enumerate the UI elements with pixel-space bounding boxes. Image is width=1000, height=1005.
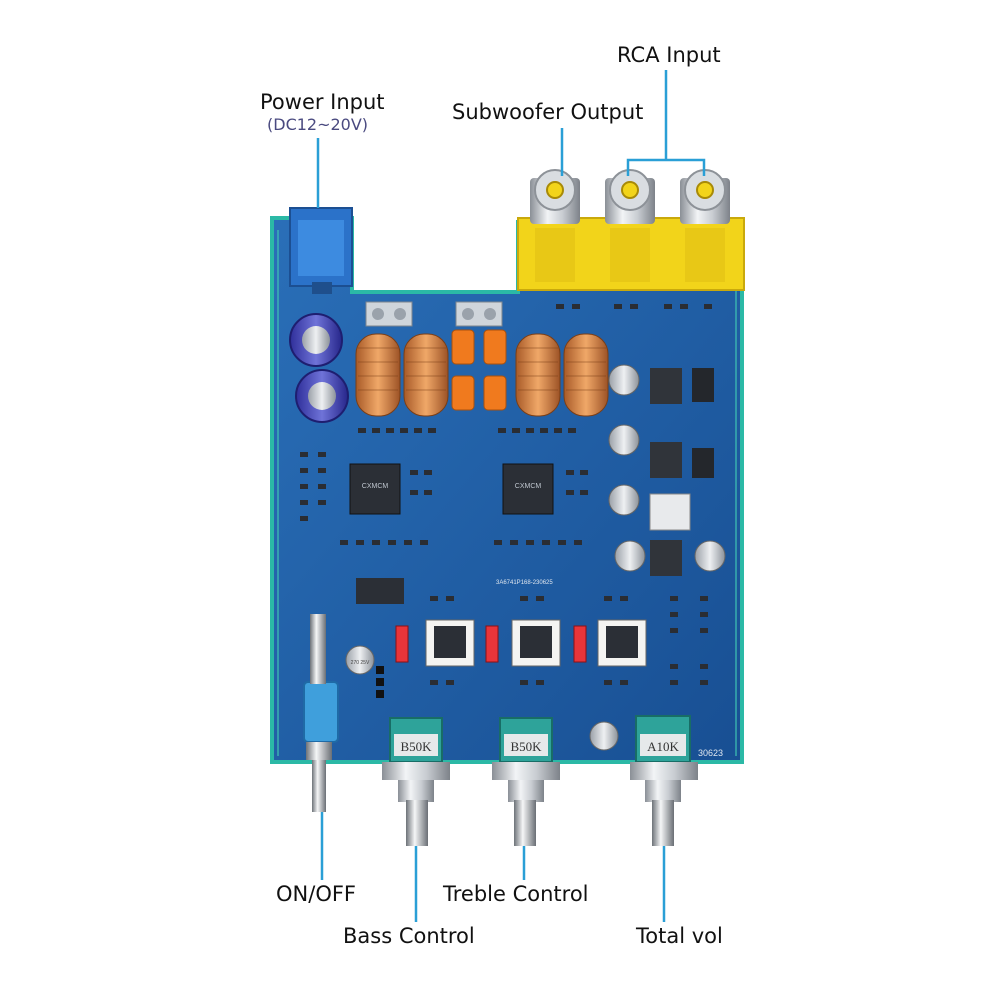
- label-total-vol: Total vol: [636, 924, 723, 948]
- cap-text: 270 25V: [351, 660, 370, 666]
- board-code: 30623: [698, 748, 723, 758]
- small-capacitors: [345, 645, 619, 751]
- treble-potentiometer: [492, 717, 560, 846]
- rca-connectors: [517, 169, 745, 291]
- serial-text: 3A6741P168-230625: [496, 580, 553, 586]
- inductor-coils: [355, 333, 609, 417]
- label-power-input: Power Input: [260, 90, 385, 114]
- power-switch: [303, 614, 339, 812]
- chip-label-left: CXMCM: [362, 483, 389, 490]
- rca-jack-right: [680, 169, 730, 282]
- volume-potentiometer: [630, 715, 698, 846]
- label-subwoofer-output: Subwoofer Output: [452, 100, 644, 124]
- rca-jack-left: [605, 169, 655, 282]
- opamp-ics: [356, 578, 647, 667]
- bass-pot-label: B50K: [400, 739, 432, 754]
- input-capacitors: [289, 313, 349, 423]
- label-treble-control: Treble Control: [443, 882, 589, 906]
- power-jack: [289, 207, 353, 294]
- label-power-voltage: (DC12~20V): [267, 115, 369, 134]
- regulator-section: [608, 364, 726, 576]
- chip-label-right: CXMCM: [515, 483, 542, 490]
- red-capacitors: [395, 625, 587, 663]
- treble-pot-label: B50K: [510, 739, 542, 754]
- label-bass-control: Bass Control: [343, 924, 475, 948]
- film-capacitors: [451, 329, 507, 411]
- pointer-lines: [316, 70, 706, 922]
- volume-pot-label: A10K: [647, 739, 679, 754]
- rca-jack-subwoofer: [530, 169, 580, 282]
- amplifier-chips: [349, 463, 554, 515]
- bass-potentiometer: [382, 717, 450, 846]
- label-rca-input: RCA Input: [617, 43, 721, 67]
- label-on-off: ON/OFF: [276, 882, 357, 906]
- speaker-terminals: [365, 301, 503, 327]
- smd-components: [300, 304, 712, 685]
- header-pins: [376, 666, 384, 698]
